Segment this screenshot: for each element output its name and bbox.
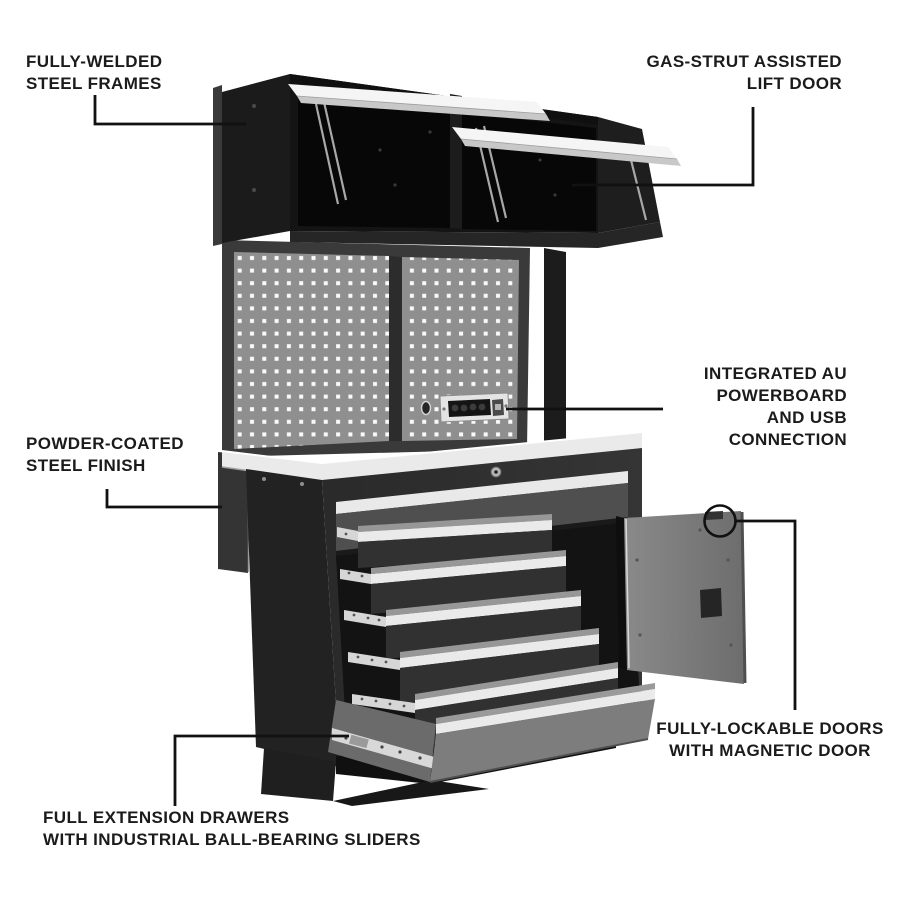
power-outlet-1 [451,404,459,412]
powerboard-screw-left [442,407,446,411]
drawer-7-bottom-edge [429,738,649,783]
callout-lines [93,95,797,806]
callout-line-gas-strut [572,107,755,187]
drawer-chest [246,448,655,806]
drawer-6-rail [352,694,415,713]
power-outlet-2 [460,404,468,412]
drawer-5-top-edge [400,628,599,658]
wall-strip-upper [213,85,222,246]
drawer-6-top-edge [415,662,618,700]
drawer-6-handle [415,668,618,710]
drawer-3-front [371,566,566,614]
drawer-7-rail-carriage [349,734,369,749]
powerboard-screw-right [504,404,508,408]
chest-screw-2 [300,482,304,486]
right-support-panel [544,248,566,446]
side-cabinet-door [616,511,747,684]
label-gas-strut-lift-door: GAS-STRUT ASSISTED LIFT DOOR [646,52,842,93]
powerboard-socket-strip [448,399,491,417]
wall-mount-panel [213,85,566,573]
drawer-3-top-edge [371,550,566,574]
cabinet-right-side [598,117,660,233]
cabinet-screw-1 [252,104,256,108]
drawer-3 [340,550,566,614]
drawer-5-rail [348,652,400,670]
door-panel [624,511,744,684]
usb-port [495,404,501,410]
drawer-4-front [386,606,581,659]
drawer-4 [344,590,581,659]
overhead-cabinet [222,74,681,248]
door-hinge-gap [616,516,627,670]
drawer-7-front [430,699,655,782]
pegboard-keyhole [420,400,432,416]
pegboard [222,240,530,457]
drawer-2-top-edge [358,514,552,532]
plinth-front [261,748,336,801]
bay-holes [378,130,557,197]
chest-screw-1 [262,477,266,481]
drawer-2-handle [358,520,552,542]
power-outlet-3 [469,403,477,411]
lift-door-left [288,84,550,121]
drawer-5-handle [400,634,599,668]
drawer-4-top-edge [386,590,581,616]
label-fully-lockable-doors: FULLY-LOCKABLE DOORS WITH MAGNETIC DOOR [656,719,884,760]
chest-left-side [246,469,340,767]
door-magnetic-catch [705,511,723,520]
callout-line-powder-coated [105,489,222,509]
floor-shadow [333,780,489,806]
drawer-1-handle [336,471,628,514]
callout-line-full-extension [173,734,349,806]
cabinet-bottom-lip [290,222,663,248]
cabinet-left-side [222,74,290,243]
power-outlet-4 [478,403,486,411]
label-full-extension-drawers: FULL EXTENSION DRAWERS WITH INDUSTRIAL B… [43,808,421,849]
lift-door-right-edge [461,139,681,166]
drawer-2 [337,514,552,568]
drawer-7-handle [436,689,655,734]
door-latch-plate [700,588,722,618]
label-integrated-powerboard: INTEGRATED AU POWERBOARD AND USB CONNECT… [703,364,847,449]
lift-door-left-face [288,84,546,114]
label-powder-coated-finish: POWDER-COATED STEEL FINISH [26,434,184,475]
pegboard-seam [389,256,402,441]
lift-door-right-face [452,127,677,159]
powerboard [439,392,510,423]
worktop-steel-band [222,432,642,481]
cabinet-bay-left [298,92,450,228]
wall-strip-lower [218,452,248,573]
cabinet-screw-2 [252,188,256,192]
drawer-4-handle [386,596,581,626]
label-fully-welded-steel-frames: FULLY-WELDED STEEL FRAMES [26,52,163,93]
lock-highlight-circle [703,504,737,538]
door-hinge-highlight [625,518,630,669]
callout-line-fully-welded [93,95,246,126]
chest-lock-keyway [494,470,498,474]
drawer-3-handle [371,556,566,584]
door-screws [635,528,733,647]
drawer-2-rail [337,527,358,541]
door-outer-edge [740,511,747,684]
drawer-7-top-edge [436,683,655,724]
worktop-highlight [221,431,643,465]
pegboard-panel-left [234,252,389,449]
lift-door-right [452,127,681,166]
lift-door-left-edge [297,96,550,121]
callout-line-lockable [736,519,797,710]
